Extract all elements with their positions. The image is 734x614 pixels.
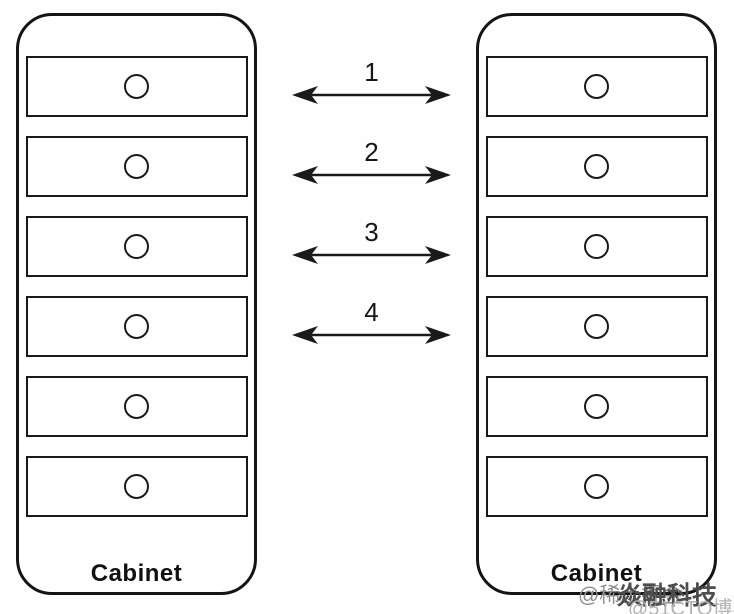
bidirectional-arrow-icon: [292, 326, 451, 344]
cabinet-left-slot-1: [25, 56, 248, 117]
cabinet-left-slot-4: [25, 296, 248, 357]
slot-circle-icon: [584, 474, 609, 499]
cabinet-left-slot-3: [25, 216, 248, 277]
cabinet-left-label: Cabinet: [90, 560, 183, 587]
interconnect-links: 1 2 3 4: [291, 0, 452, 614]
slot-circle-icon: [584, 154, 609, 179]
slot-circle-icon: [124, 314, 149, 339]
cabinet-left-slot-2: [25, 136, 248, 197]
cabinet-right: Cabinet: [476, 13, 717, 595]
cabinet-left: Cabinet: [16, 13, 257, 595]
bidirectional-arrow-icon: [292, 86, 451, 104]
slot-circle-icon: [584, 74, 609, 99]
cabinet-right-slot-5: [485, 376, 708, 437]
link-3-label: 3: [364, 217, 379, 247]
cabinet-right-slot-6: [485, 456, 708, 517]
slot-circle-icon: [584, 314, 609, 339]
cabinet-left-slot-6: [25, 456, 248, 517]
slot-circle-icon: [584, 234, 609, 259]
cabinet-right-slot-3: [485, 216, 708, 277]
bidirectional-arrow-icon: [292, 246, 451, 264]
cabinet-right-label: Cabinet: [550, 560, 643, 587]
link-4: 4: [291, 297, 452, 346]
slot-circle-icon: [124, 154, 149, 179]
slot-circle-icon: [124, 474, 149, 499]
cabinet-right-slot-2: [485, 136, 708, 197]
link-2-label: 2: [364, 137, 379, 167]
link-3: 3: [291, 217, 452, 266]
link-1: 1: [291, 57, 452, 106]
slot-circle-icon: [124, 394, 149, 419]
cabinet-left-slot-5: [25, 376, 248, 437]
cabinet-right-slot-4: [485, 296, 708, 357]
bidirectional-arrow-icon: [292, 166, 451, 184]
link-1-label: 1: [364, 57, 379, 87]
link-4-label: 4: [364, 297, 379, 327]
slot-circle-icon: [124, 74, 149, 99]
cabinet-right-slot-1: [485, 56, 708, 117]
watermark-51cto: @51CTO博客: [628, 598, 734, 614]
slot-circle-icon: [124, 234, 149, 259]
slot-circle-icon: [584, 394, 609, 419]
link-2: 2: [291, 137, 452, 186]
